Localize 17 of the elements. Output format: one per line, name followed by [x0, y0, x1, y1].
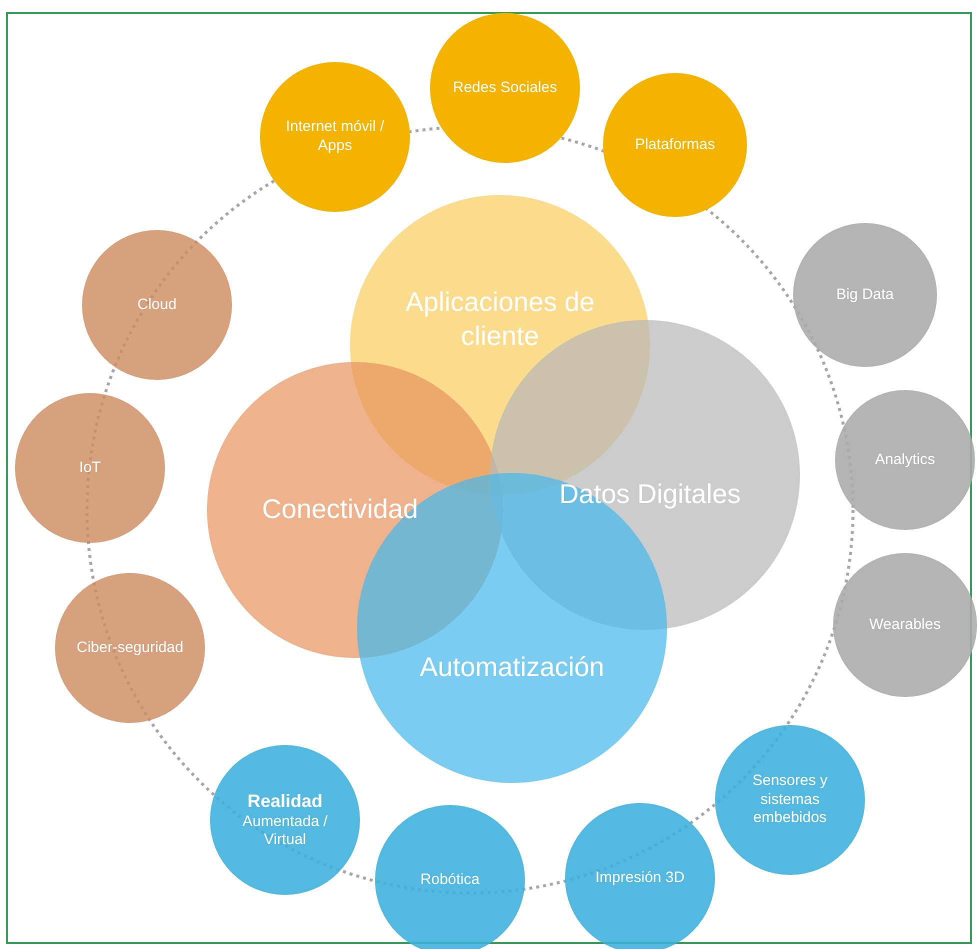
circle-label: Ciber-seguridad — [76, 638, 184, 658]
circle-label: Realidad — [247, 790, 323, 812]
circle-label: Impresión 3D — [595, 868, 685, 888]
circle-label: Conectividad — [262, 493, 418, 526]
circle-label: Analytics — [874, 450, 936, 470]
circle-label: Redes Sociales — [452, 78, 558, 98]
circle-label: Robótica — [420, 870, 480, 890]
circle-label: Aumentada / Virtual — [241, 812, 329, 850]
circle-label: Automatización — [420, 651, 604, 684]
circle-label: Plataformas — [634, 136, 716, 154]
circle-label: Cloud — [137, 296, 177, 314]
circle-label: Big Data — [836, 286, 894, 304]
circle-label: IoT — [79, 458, 101, 478]
circle-label: Wearables — [869, 616, 941, 634]
circle-label: Sensores y sistemas embebidos — [751, 772, 829, 828]
circle-label: Aplicaciones de cliente — [404, 286, 596, 353]
circle-label: Internet móvil / Apps — [284, 118, 386, 156]
